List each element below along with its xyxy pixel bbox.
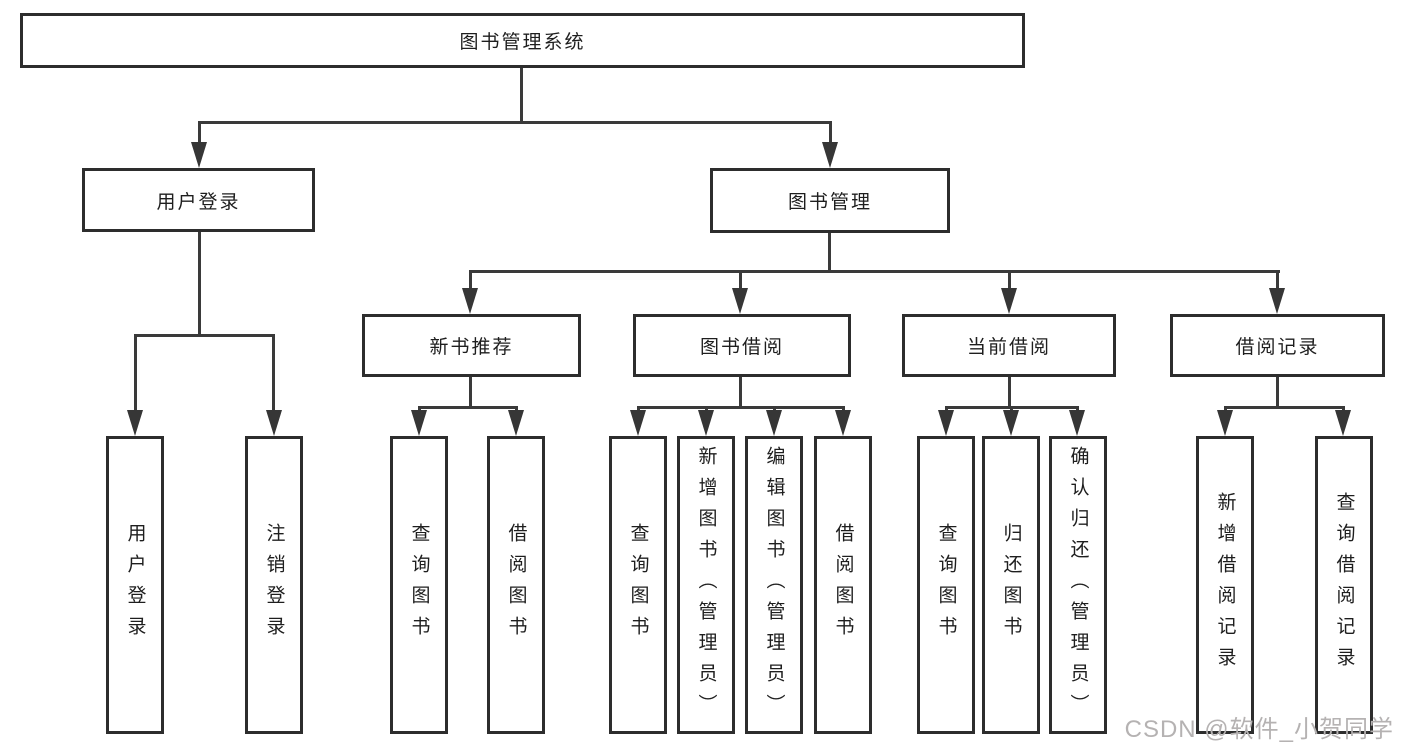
connector-leaf-login-shaft [134,334,137,414]
connector-current-borrow-shaft [1008,270,1011,292]
arrow-down-leaf-login [127,410,143,436]
connector-book-borrow-shaft [739,270,742,292]
connector-book-mgmt-shaft [829,121,832,149]
connector-rec-stub [469,377,472,409]
connector-br-stub [1276,377,1279,409]
connector-level3-rail [469,270,1280,273]
connector-level2-rail [198,121,832,124]
connector-user-login-shaft [198,121,201,149]
connector-bb-stub [739,377,742,409]
arrow-down-book-mgmt [822,142,838,168]
leaf-br-add-record: 新增借阅记录 [1196,436,1254,734]
connector-cb-stub [1008,377,1011,409]
arrow-down-bb-query [630,410,646,436]
connector-rec-rail [418,406,518,409]
leaf-user-login: 用户登录 [106,436,164,734]
leaf-bb-borrow-book: 借阅图书 [814,436,872,734]
arrow-down-user-login [191,142,207,168]
arrow-down-bb-borrow [835,410,851,436]
arrow-down-cb-query [938,410,954,436]
arrow-down-rec-borrow [508,410,524,436]
connector-root-stub [520,68,523,123]
leaf-logout: 注销登录 [245,436,303,734]
leaf-bb-query-book: 查询图书 [609,436,667,734]
arrow-down-bb-add [698,410,714,436]
arrow-down-borrow-records [1269,288,1285,314]
node-root-library-system: 图书管理系统 [20,13,1025,68]
arrow-down-leaf-logout [266,410,282,436]
arrow-down-book-borrow [732,288,748,314]
leaf-rec-borrow-book: 借阅图书 [487,436,545,734]
arrow-down-cb-confirm [1069,410,1085,436]
connector-bb-rail [637,406,845,409]
leaf-rec-query-book: 查询图书 [390,436,448,734]
arrow-down-bb-edit [766,410,782,436]
leaf-cb-query-book: 查询图书 [917,436,975,734]
node-new-book-rec: 新书推荐 [362,314,581,377]
leaf-cb-confirm-return-admin: 确认归还（管理员） [1049,436,1107,734]
arrow-down-br-add [1217,410,1233,436]
arrow-down-br-query [1335,410,1351,436]
connector-new-book-rec-shaft [469,270,472,292]
node-book-mgmt: 图书管理 [710,168,950,233]
arrow-down-cb-return [1003,410,1019,436]
connector-br-rail [1224,406,1345,409]
leaf-bb-add-book-admin: 新增图书（管理员） [677,436,735,734]
leaf-cb-return-book: 归还图书 [982,436,1040,734]
connector-user-login-stub [198,232,201,336]
node-user-login: 用户登录 [82,168,315,232]
arrow-down-new-book-rec [462,288,478,314]
connector-leaf-logout-shaft [272,334,275,414]
csdn-watermark: CSDN @软件_小贺同学 [1124,716,1394,743]
node-book-borrow: 图书借阅 [633,314,851,377]
arrow-down-current-borrow [1001,288,1017,314]
connector-book-mgmt-stub [828,233,831,272]
node-current-borrow: 当前借阅 [902,314,1116,377]
leaf-br-query-record: 查询借阅记录 [1315,436,1373,734]
arrow-down-rec-query [411,410,427,436]
node-borrow-records: 借阅记录 [1170,314,1385,377]
leaf-bb-edit-book-admin: 编辑图书（管理员） [745,436,803,734]
connector-borrow-records-shaft [1276,270,1279,292]
connector-user-login-rail [134,334,275,337]
